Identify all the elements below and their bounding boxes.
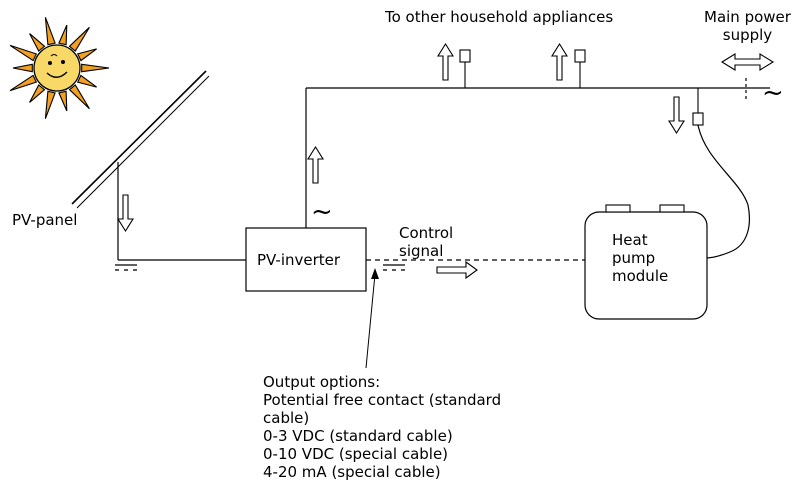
dc-symbol-inverter [383, 264, 405, 271]
control-signal-label: Control signal [399, 224, 453, 260]
heat-pump-cable [697, 124, 751, 259]
heat-pump-line-2: pump [612, 249, 656, 267]
heat-pump-tap [692, 88, 704, 126]
sun-ray [9, 44, 38, 62]
sun-ray [81, 63, 110, 73]
arrow-up-inverter [307, 145, 324, 184]
sun-ray [68, 26, 90, 52]
pv-inverter-label: PV-inverter [257, 251, 341, 269]
appliance-tap-2 [574, 49, 586, 88]
output-options-pointer [365, 273, 376, 369]
heat-pump-line-1: Heat [612, 231, 648, 249]
sun-icon [9, 17, 110, 119]
pv-inverter-box [245, 227, 367, 292]
sun-ray [58, 24, 68, 46]
arrow-up-appliance-1 [437, 42, 454, 81]
heat-pump-label: Heat pump module [612, 231, 668, 285]
arrow-right-control-signal [436, 260, 478, 280]
sun-ray [12, 63, 33, 73]
output-option-item: 0-3 VDC (standard cable) [263, 427, 453, 445]
arrow-up-appliance-2 [551, 42, 568, 81]
output-option-item: Potential free contact (standard [263, 391, 502, 409]
sun-ray [29, 84, 46, 103]
appliances-label: To other household appliances [385, 8, 614, 26]
control-signal-line-2: signal [399, 242, 444, 260]
output-option-item: 4-20 mA (special cable) [263, 463, 441, 481]
main-supply-line-2: supply [722, 26, 773, 44]
pv-panel [71, 70, 207, 205]
sun-ray [68, 84, 90, 110]
heat-pump-module [584, 211, 708, 320]
output-options-title: Output options: [263, 373, 381, 391]
output-option-item: 0-10 VDC (special cable) [263, 445, 449, 463]
arrow-down-heat-pump [668, 96, 685, 135]
dc-symbol-panel [115, 264, 137, 271]
sun-ray [29, 33, 46, 52]
pv-panel-label: PV-panel [12, 211, 78, 229]
control-signal-line-1: Control [399, 224, 454, 242]
sun-ray [44, 17, 56, 46]
arrow-down-panel [117, 194, 134, 233]
appliance-tap-1 [459, 49, 471, 88]
arrow-bidirectional-grid [720, 53, 775, 71]
sun-ray [58, 90, 68, 112]
ac-symbol-grid: ~ [762, 78, 784, 108]
ac-symbol-inverter: ~ [311, 197, 333, 227]
main-supply-line-1: Main power [704, 8, 791, 26]
sun-ray [44, 90, 56, 119]
output-option-item: cable) [263, 409, 310, 427]
sun-ray [76, 74, 97, 88]
main-power-supply-label: Main power supply [704, 8, 791, 44]
sun-ray [9, 74, 38, 92]
sun-ray [76, 48, 97, 62]
output-options-block: Output options: Potential free contact (… [263, 373, 501, 481]
heat-pump-line-3: module [612, 267, 669, 285]
